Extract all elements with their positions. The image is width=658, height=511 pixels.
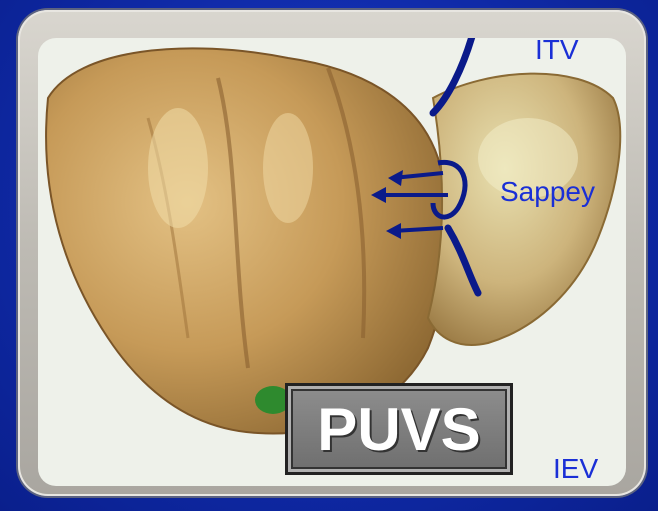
puvs-box: PUVS bbox=[285, 383, 513, 475]
sappey-label: Sappey bbox=[500, 178, 595, 206]
right-lobe bbox=[46, 48, 449, 433]
highlight-2 bbox=[263, 113, 313, 223]
highlight-1 bbox=[148, 108, 208, 228]
puvs-label: PUVS bbox=[288, 386, 510, 472]
itv-label: ITV bbox=[535, 36, 579, 64]
iev-label: IEV bbox=[553, 455, 598, 483]
